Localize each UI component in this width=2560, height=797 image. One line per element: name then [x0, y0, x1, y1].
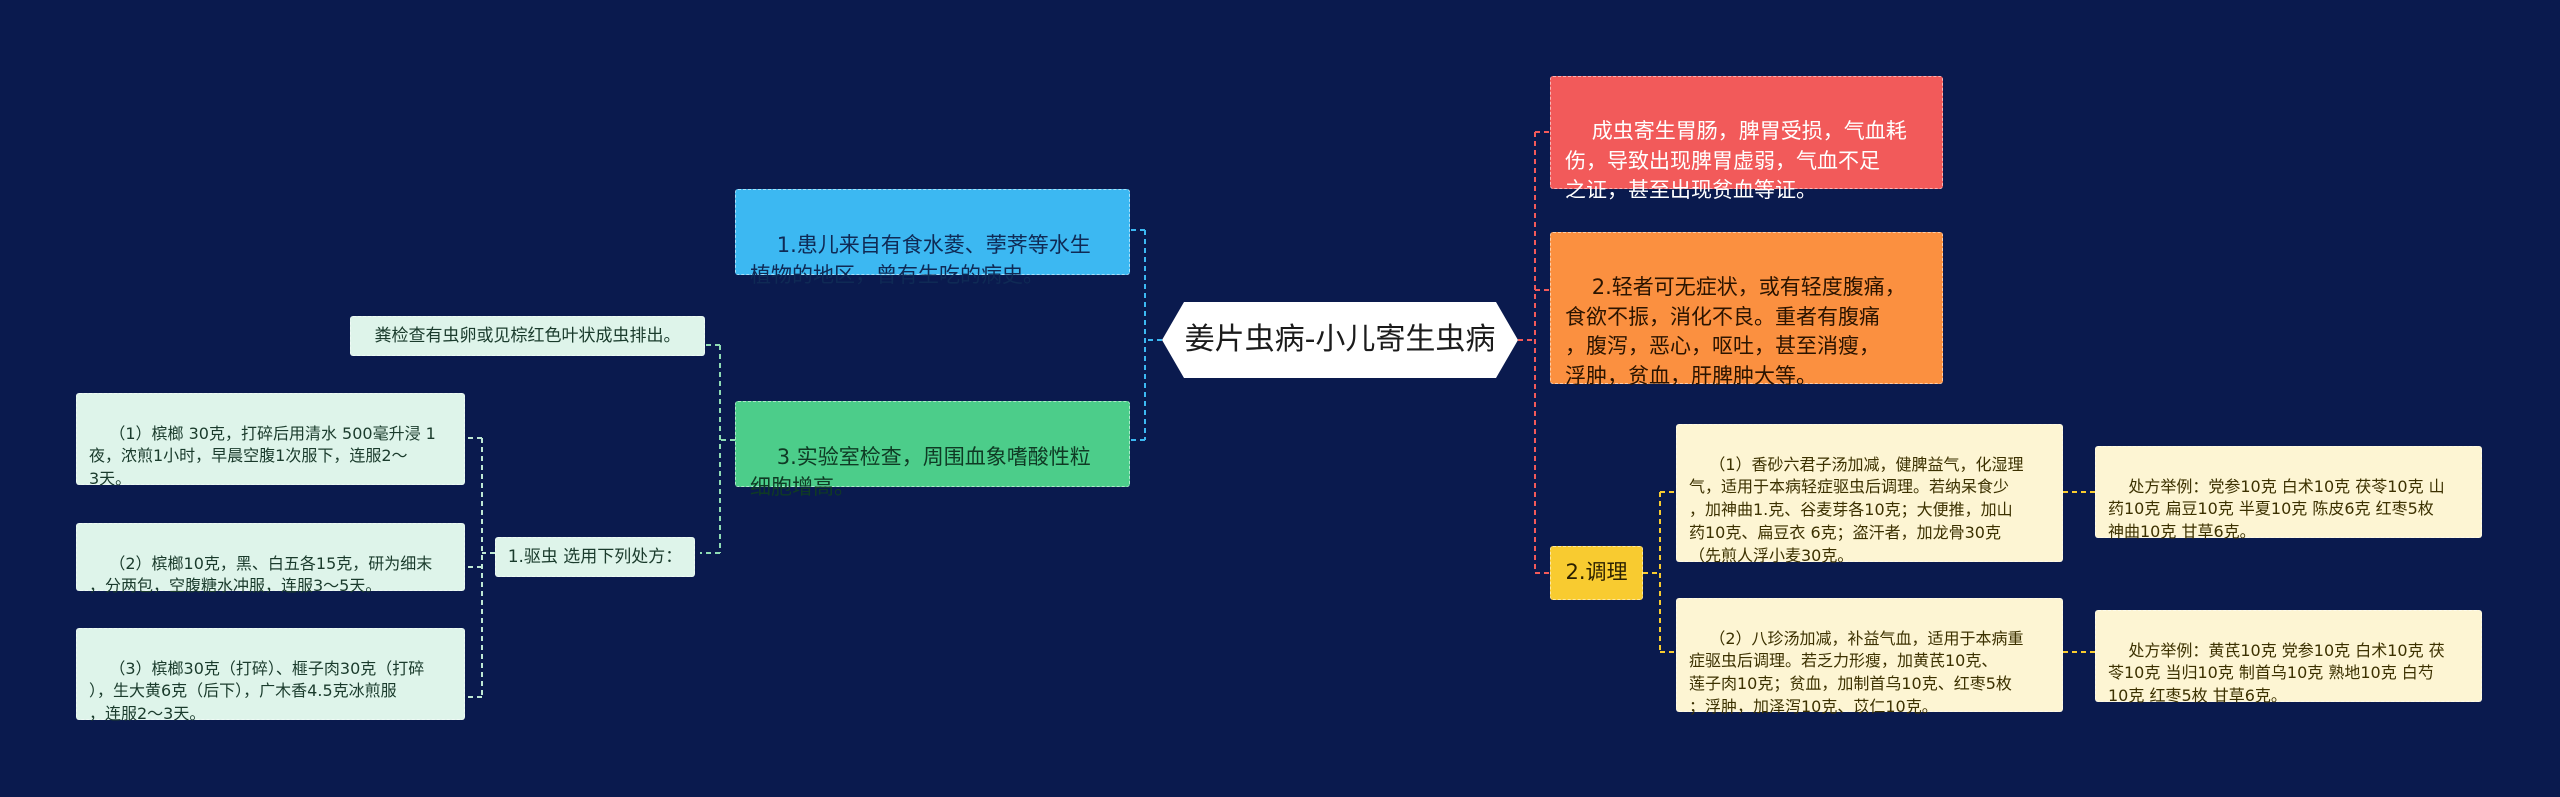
- branch-adult-worm-label: 成虫寄生胃肠，脾胃受损，气血耗 伤，导致出现脾胃虚弱，气血不足 之证，甚至出现贫…: [1565, 118, 1907, 203]
- leaf-stool-exam[interactable]: 粪检查有虫卵或见棕红色叶状成虫排出。: [350, 316, 705, 356]
- regulate-item-1-example[interactable]: 处方举例：党参10克 白术10克 茯苓10克 山 药10克 扁豆10克 半夏10…: [2095, 446, 2482, 542]
- regulate-item-2-example[interactable]: 处方举例：黄芪10克 党参10克 白术10克 茯 苓10克 当归10克 制首乌1…: [2095, 610, 2482, 706]
- branch-history[interactable]: 1.患儿来自有食水菱、荸荠等水生 植物的地区，曾有生吃的病史。: [735, 189, 1130, 287]
- regulate-item-2-example-label: 处方举例：黄芪10克 党参10克 白术10克 茯 苓10克 当归10克 制首乌1…: [2108, 640, 2445, 706]
- link-root-left: [1130, 229, 1162, 441]
- regulate-item-1-example-label: 处方举例：党参10克 白术10克 茯苓10克 山 药10克 扁豆10克 半夏10…: [2108, 476, 2445, 542]
- branch-lab-test-label: 3.实验室检查，周围血象嗜酸性粒 细胞增高。: [750, 444, 1091, 499]
- root-topic-label: 姜片虫病-小儿寄生虫病: [1184, 321, 1496, 357]
- branch-regulate[interactable]: 2.调理: [1550, 546, 1643, 600]
- deworm-item-2-label: （2）槟榔10克，黑、白五各15克，研为细末 ，分两包，空腹糖水冲服，连服3～5…: [89, 553, 433, 596]
- leaf-stool-exam-label: 粪检查有虫卵或见棕红色叶状成虫排出。: [374, 325, 681, 346]
- deworm-item-1[interactable]: （1）槟榔 30克，打碎后用清水 500毫升浸 1 夜，浓煎1小时，早晨空腹1次…: [76, 393, 465, 489]
- deworm-item-3-label: （3）槟榔30克（打碎）、榧子肉30克（打碎 ），生大黄6克（后下），广木香4.…: [89, 658, 425, 724]
- branch-regulate-label: 2.调理: [1565, 560, 1628, 585]
- leaf-deworm-label: 1.驱虫 选用下列处方：: [507, 546, 683, 567]
- regulate-item-2[interactable]: （2）八珍汤加减，补益气血，适用于本病重 症驱虫后调理。若乏力形瘦，加黄芪10克…: [1676, 598, 2063, 716]
- branch-history-label: 1.患儿来自有食水菱、荸荠等水生 植物的地区，曾有生吃的病史。: [750, 232, 1091, 287]
- deworm-item-1-label: （1）槟榔 30克，打碎后用清水 500毫升浸 1 夜，浓煎1小时，早晨空腹1次…: [89, 423, 436, 489]
- deworm-item-3[interactable]: （3）槟榔30克（打碎）、榧子肉30克（打碎 ），生大黄6克（后下），广木香4.…: [76, 628, 465, 724]
- branch-lab-test[interactable]: 3.实验室检查，周围血象嗜酸性粒 细胞增高。: [735, 401, 1130, 499]
- link-regulate-items: [1643, 491, 1676, 653]
- link-lab-children: [700, 344, 735, 554]
- regulate-item-1-label: （1）香砂六君子汤加减，健脾益气，化湿理 气，适用于本病轻症驱虫后调理。若纳呆食…: [1689, 454, 2024, 565]
- branch-symptoms-label: 2.轻者可无症状，或有轻度腹痛， 食欲不振，消化不良。重者有腹痛 ，腹泻，恶心，…: [1565, 274, 1906, 389]
- root-topic[interactable]: 姜片虫病-小儿寄生虫病: [1162, 302, 1518, 378]
- regulate-item-1[interactable]: （1）香砂六君子汤加减，健脾益气，化湿理 气，适用于本病轻症驱虫后调理。若纳呆食…: [1676, 424, 2063, 565]
- regulate-item-2-label: （2）八珍汤加减，补益气血，适用于本病重 症驱虫后调理。若乏力形瘦，加黄芪10克…: [1689, 628, 2024, 716]
- link-deworm-items: [465, 437, 495, 698]
- link-root-right: [1518, 131, 1550, 574]
- deworm-item-2[interactable]: （2）槟榔10克，黑、白五各15克，研为细末 ，分两包，空腹糖水冲服，连服3～5…: [76, 523, 465, 595]
- branch-adult-worm[interactable]: 成虫寄生胃肠，脾胃受损，气血耗 伤，导致出现脾胃虚弱，气血不足 之证，甚至出现贫…: [1550, 76, 1943, 202]
- leaf-deworm[interactable]: 1.驱虫 选用下列处方：: [495, 537, 695, 577]
- branch-symptoms[interactable]: 2.轻者可无症状，或有轻度腹痛， 食欲不振，消化不良。重者有腹痛 ，腹泻，恶心，…: [1550, 232, 1943, 388]
